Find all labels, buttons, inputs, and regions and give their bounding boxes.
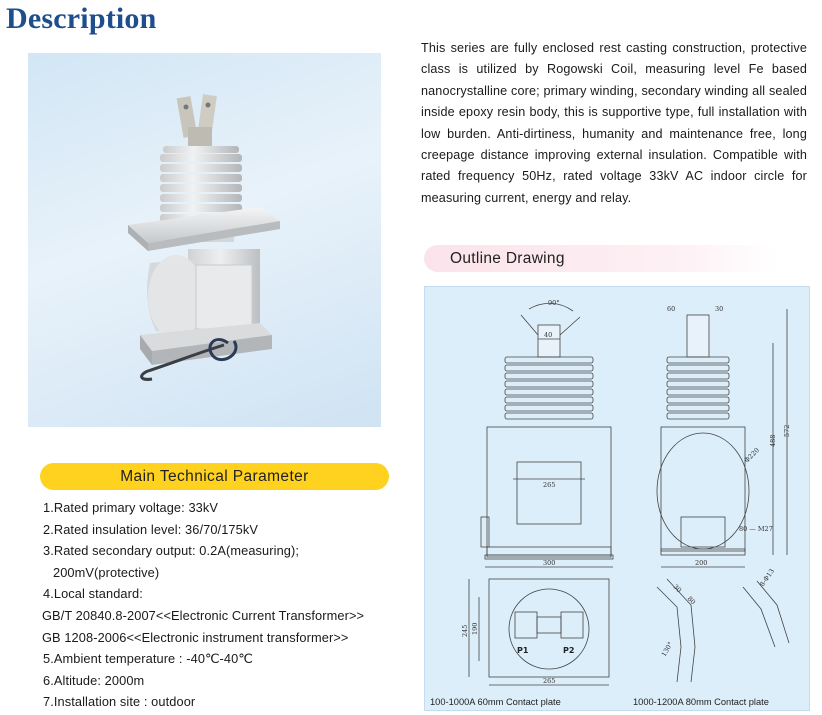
param-item: 4.Local standard:: [43, 586, 143, 602]
parameter-list: 1.Rated primary voltage: 33kV 2.Rated in…: [42, 497, 413, 713]
dim-height-572: 572: [783, 425, 791, 437]
dim-width-300: 300: [543, 559, 555, 567]
dim-angle: 90°: [548, 299, 560, 307]
param-item: 3.Rated secondary output: 0.2A(measuring…: [43, 543, 300, 559]
terminal-p1-label: P1: [517, 646, 529, 655]
product-photo: [28, 53, 381, 427]
outline-drawing-heading: Outline Drawing: [424, 245, 778, 272]
dim-top-width: 40: [544, 331, 552, 339]
param-item: 200mV(protective): [53, 564, 160, 580]
dim-plate-30: 30: [672, 583, 684, 595]
dim-60: 60: [667, 305, 675, 313]
dim-plan-190: 190: [471, 623, 479, 635]
param-item: 2.Rated insulation level: 36/70/175kV: [43, 521, 258, 537]
param-item: 6.Altitude: 2000m: [43, 672, 145, 688]
main-parameter-heading: Main Technical Parameter: [40, 463, 389, 490]
page-title: Description: [6, 2, 157, 35]
outline-drawing-panel: 90° 40 60 30 572 488 Φ220 80 — M27 265 3…: [424, 286, 810, 711]
dim-plate-80: 80: [686, 595, 698, 607]
param-item: 7.Installation site : outdoor: [43, 694, 196, 710]
dim-plan-265: 265: [543, 677, 555, 685]
dim-plate-angle: 130°: [660, 640, 675, 658]
param-item: 1.Rated primary voltage: 33kV: [43, 500, 219, 515]
outline-drawing-heading-text: Outline Drawing: [450, 249, 565, 267]
dim-plan-245: 245: [461, 625, 469, 637]
dim-bolt: 80 — M27: [739, 525, 773, 533]
main-parameter-heading-text: Main Technical Parameter: [120, 467, 309, 485]
dim-diameter: Φ220: [743, 446, 761, 464]
param-item: GB/T 20840.8-2007<<Electronic Current Tr…: [42, 607, 365, 623]
caption-left: 100-1000A 60mm Contact plate: [430, 697, 561, 707]
caption-right: 1000-1200A 80mm Contact plate: [633, 697, 769, 707]
dim-plate-holes: 8-Φ13: [758, 567, 776, 588]
dim-width-265: 265: [543, 481, 555, 489]
param-item: GB 1208-2006<<Electronic instrument tran…: [42, 629, 349, 645]
dim-width-200: 200: [695, 559, 707, 567]
param-item: 5.Ambient temperature : -40℃-40℃: [43, 651, 253, 667]
dim-height-488: 488: [769, 435, 777, 447]
terminal-p2-label: P2: [563, 646, 574, 655]
dim-30: 30: [715, 305, 723, 313]
product-description: This series are fully enclosed rest cast…: [421, 41, 807, 205]
